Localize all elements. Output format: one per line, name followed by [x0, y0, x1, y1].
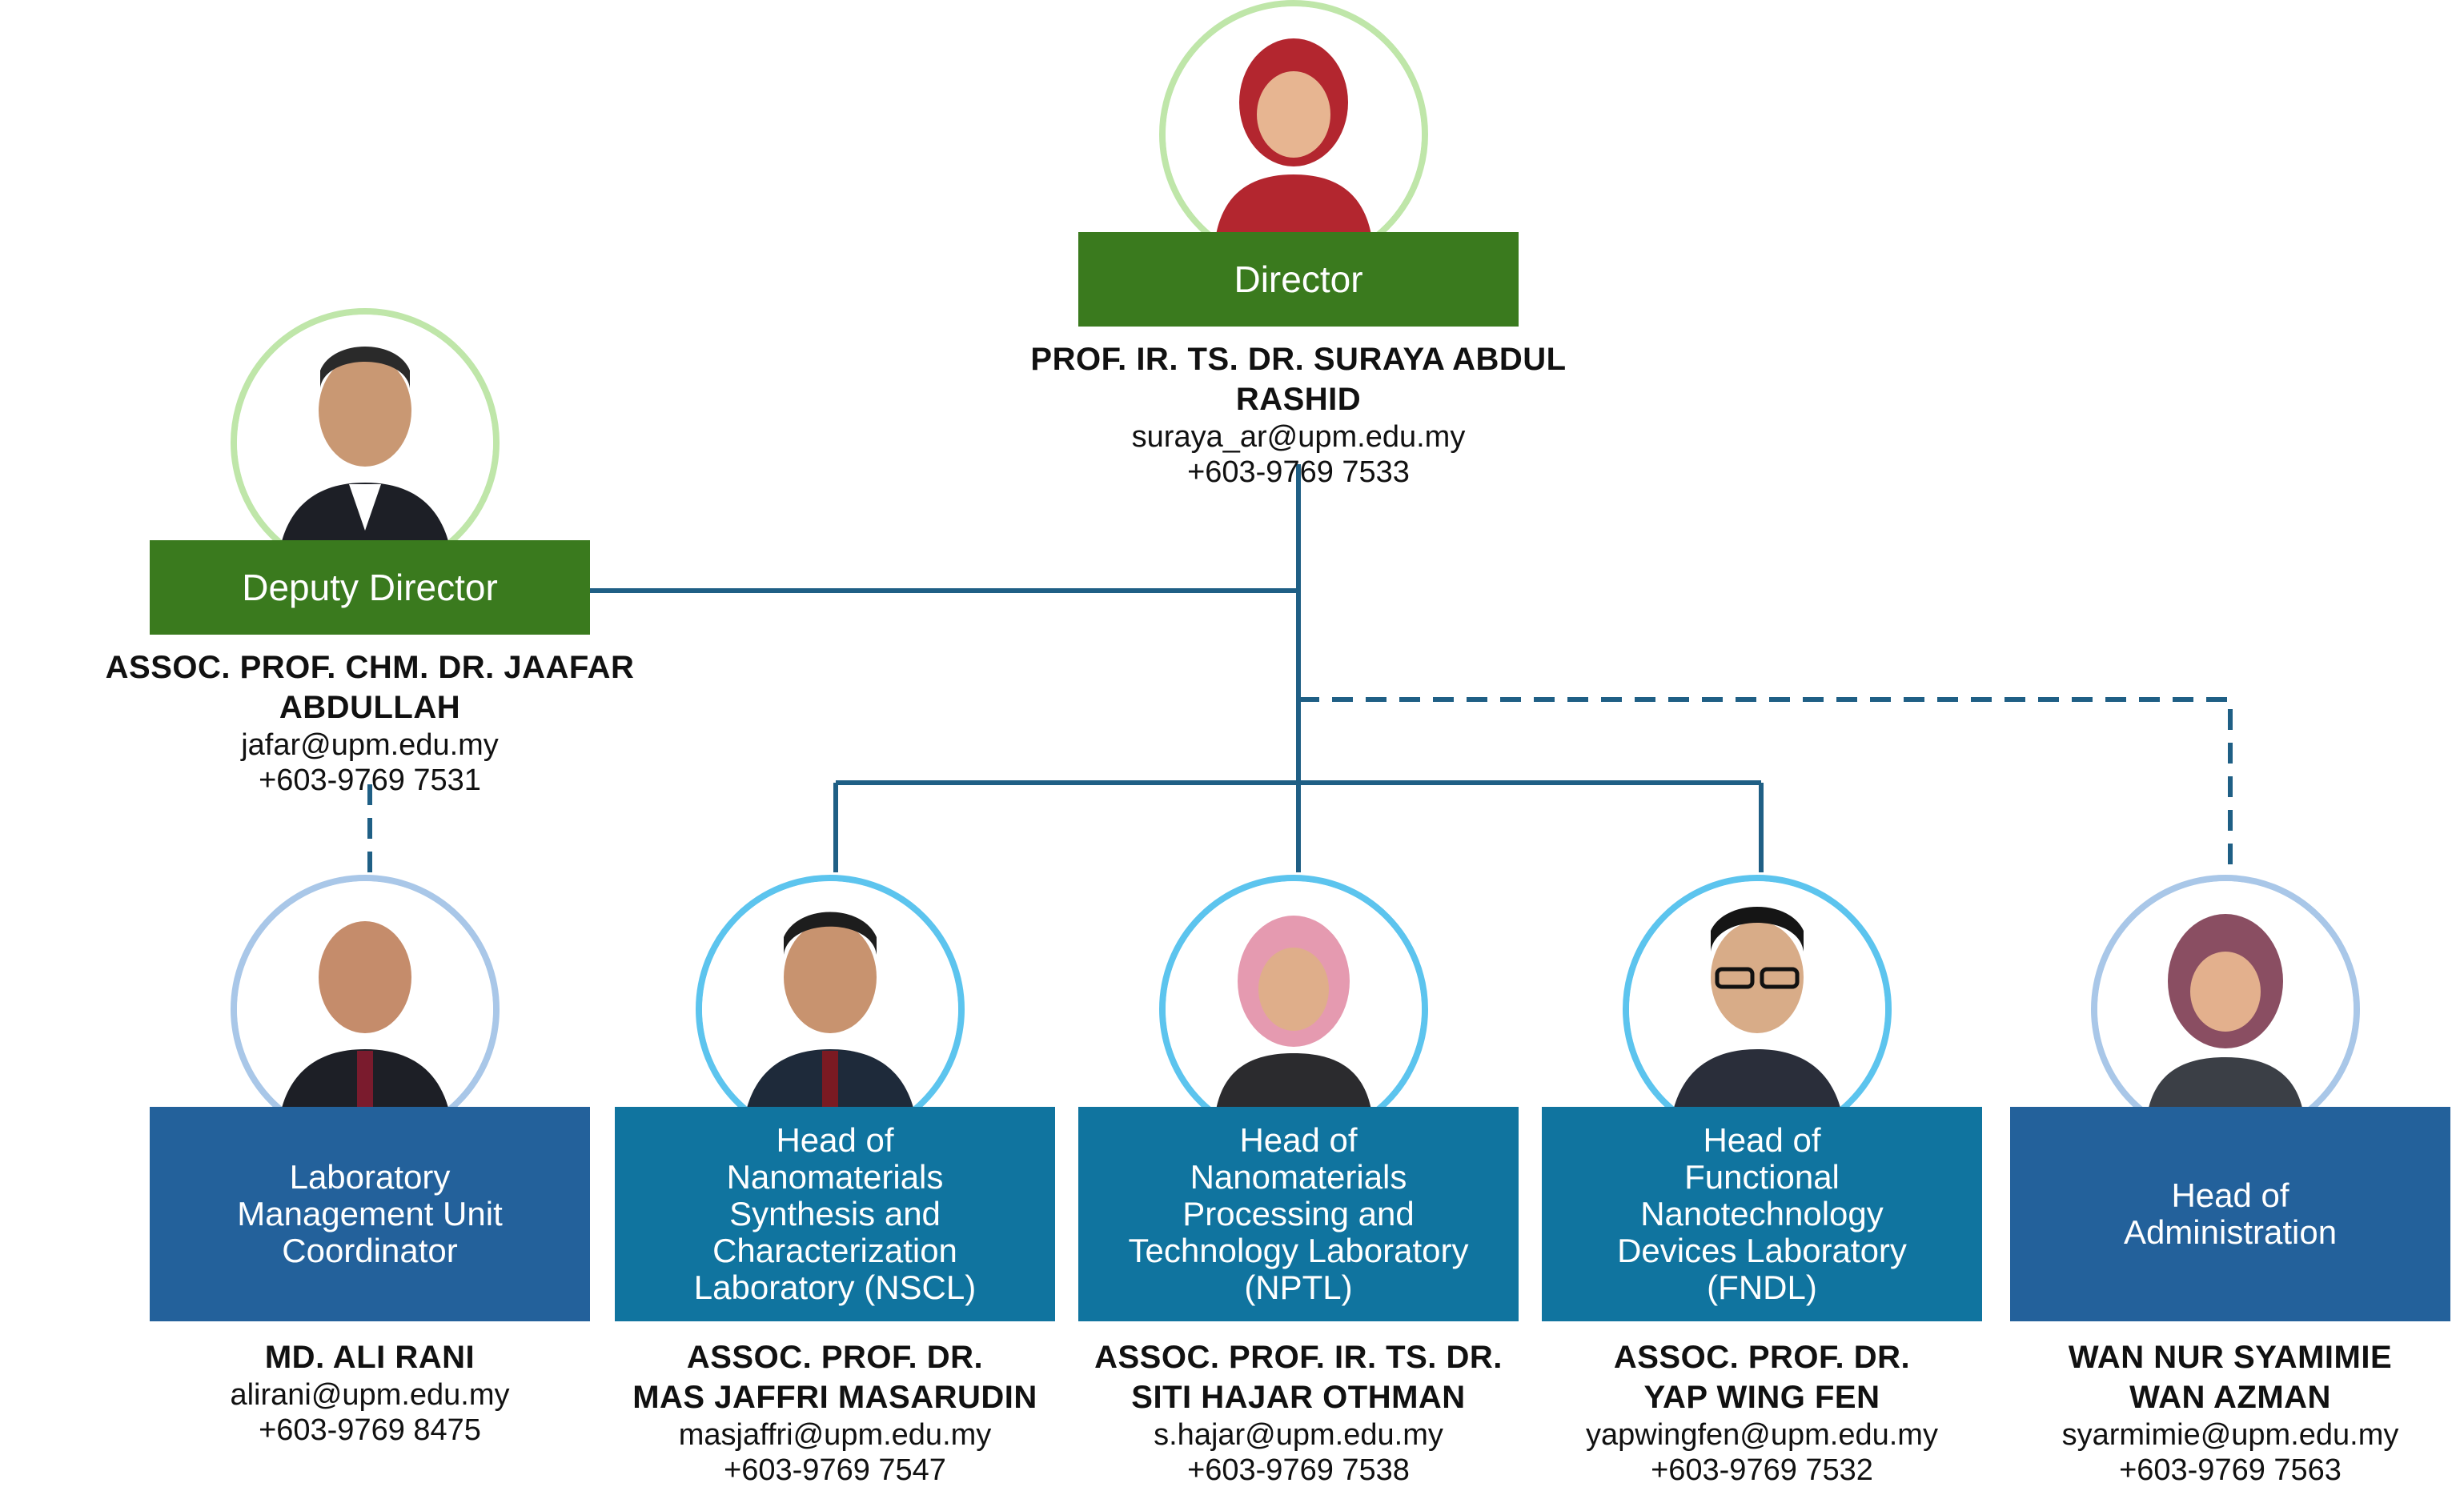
staff-name: SITI HAJAR OTHMAN	[1131, 1380, 1466, 1415]
staff-title-admin: Head of Administration	[2010, 1107, 2450, 1321]
connector-admin-dashed	[1298, 697, 2233, 876]
staff-phone: +603-9769 7547	[724, 1453, 946, 1487]
staff-info-nptl: ASSOC. PROF. IR. TS. DR. SITI HAJAR OTHM…	[998, 1337, 1599, 1488]
staff-email[interactable]: s.hajar@upm.edu.my	[1154, 1418, 1443, 1452]
staff-name: ASSOC. PROF. IR. TS. DR.	[1094, 1340, 1503, 1375]
portrait-icon	[237, 881, 493, 1137]
staff-email[interactable]: syarmimie@upm.edu.my	[2061, 1418, 2399, 1452]
director-name: PROF. IR. TS. DR. SURAYA ABDUL RASHID	[1030, 342, 1567, 417]
director-title: Director	[1078, 232, 1519, 327]
staff-portrait	[2091, 875, 2360, 1144]
staff-name: MAS JAFFRI MASARUDIN	[632, 1380, 1037, 1415]
staff-email[interactable]: yapwingfen@upm.edu.my	[1586, 1418, 1938, 1452]
staff-name: YAP WING FEN	[1643, 1380, 1880, 1415]
staff-title-fndl: Head of Functional Nanotechnology Device…	[1542, 1107, 1982, 1321]
staff-title-nptl: Head of Nanomaterials Processing and Tec…	[1078, 1107, 1519, 1321]
staff-portrait	[1159, 875, 1428, 1144]
director-phone: +603-9769 7533	[1187, 455, 1410, 489]
portrait-icon	[702, 881, 958, 1137]
deputy-director-email[interactable]: jafar@upm.edu.my	[241, 728, 499, 762]
deputy-director-phone: +603-9769 7531	[259, 764, 481, 797]
staff-name: WAN NUR SYAMIMIE	[2068, 1340, 2393, 1375]
staff-name: ASSOC. PROF. DR.	[686, 1340, 984, 1375]
portrait-icon	[1629, 881, 1885, 1137]
deputy-director-name: ASSOC. PROF. CHM. DR. JAAFAR ABDULLAH	[105, 650, 635, 725]
staff-info-nscl: ASSOC. PROF. DR. MAS JAFFRI MASARUDIN ma…	[535, 1337, 1135, 1488]
staff-portrait	[1623, 875, 1892, 1144]
staff-name: MD. ALI RANI	[264, 1340, 476, 1375]
staff-portrait	[231, 875, 500, 1144]
portrait-icon	[1166, 881, 1422, 1137]
staff-name: ASSOC. PROF. DR.	[1613, 1340, 1911, 1375]
staff-email[interactable]: alirani@upm.edu.my	[230, 1378, 510, 1412]
staff-info-fndl: ASSOC. PROF. DR. YAP WING FEN yapwingfen…	[1462, 1337, 2062, 1488]
portrait-icon	[237, 315, 493, 571]
deputy-director-title: Deputy Director	[150, 540, 590, 635]
director-info: PROF. IR. TS. DR. SURAYA ABDUL RASHID su…	[998, 339, 1599, 490]
staff-title-lmu: Laboratory Management Unit Coordinator	[150, 1107, 590, 1321]
staff-email[interactable]: masjaffri@upm.edu.my	[678, 1418, 992, 1452]
director-email[interactable]: suraya_ar@upm.edu.my	[1131, 420, 1466, 454]
staff-phone: +603-9769 8475	[259, 1413, 481, 1447]
director-portrait	[1159, 0, 1428, 269]
portrait-icon	[2097, 881, 2354, 1137]
staff-phone: +603-9769 7532	[1651, 1453, 1873, 1487]
staff-portrait	[696, 875, 965, 1144]
deputy-director-portrait	[231, 308, 500, 577]
staff-phone: +603-9769 7538	[1187, 1453, 1410, 1487]
staff-name: WAN AZMAN	[2129, 1380, 2331, 1415]
staff-title-nscl: Head of Nanomaterials Synthesis and Char…	[615, 1107, 1055, 1321]
staff-info-lmu: MD. ALI RANI alirani@upm.edu.my +603-976…	[70, 1337, 670, 1448]
staff-phone: +603-9769 7563	[2119, 1453, 2342, 1487]
deputy-director-info: ASSOC. PROF. CHM. DR. JAAFAR ABDULLAH ja…	[70, 647, 670, 798]
portrait-icon	[1166, 6, 1422, 263]
staff-info-admin: WAN NUR SYAMIMIE WAN AZMAN syarmimie@upm…	[1930, 1337, 2464, 1488]
